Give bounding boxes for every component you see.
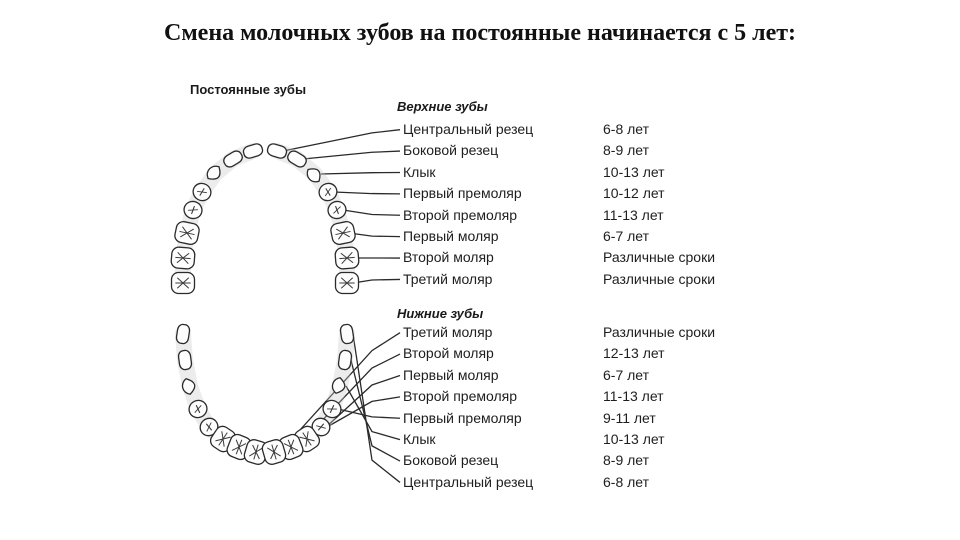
diagram-heading: Постоянные зубы <box>190 82 307 97</box>
tooth-name: Центральный резец <box>403 121 534 137</box>
eruption-age: 6-8 лет <box>603 473 650 490</box>
left-central-incisor-tooth <box>175 323 191 345</box>
leader-lines <box>279 129 401 483</box>
right-second-premolar-tooth <box>327 200 347 220</box>
right-first-molar-tooth <box>330 221 356 245</box>
eruption-age: 8-9 лет <box>603 142 650 159</box>
tooth-name: Первый моляр <box>403 366 499 383</box>
right-lateral-incisor-tooth <box>287 150 307 168</box>
left-first-premolar-tooth <box>188 399 208 419</box>
tooth-name: Второй моляр <box>403 249 494 266</box>
tooth-name: Третий моляр <box>403 270 493 287</box>
tooth-name: Боковой резец <box>403 452 499 469</box>
eruption-age: 11-13 лет <box>603 206 664 223</box>
list-item: Центральный резец 6-8 лет <box>403 472 763 493</box>
tooth-name: Третий моляр <box>403 324 493 340</box>
left-lateral-incisor-tooth <box>223 150 243 168</box>
right-first-premolar-tooth <box>322 399 342 419</box>
eruption-age: 11-13 лет <box>603 388 664 405</box>
tooth-name: Клык <box>403 430 436 447</box>
list-item: Боковой резец 8-9 лет <box>403 450 763 471</box>
left-canine-tooth <box>181 378 196 395</box>
slide-title: Смена молочных зубов на постоянные начин… <box>163 20 797 46</box>
list-item: Первый моляр 6-7 лет <box>403 365 763 386</box>
list-item: Первый премоляр 10-12 лет <box>403 183 763 204</box>
list-item: Второй моляр 12-13 лет <box>403 343 763 364</box>
eruption-age: 6-7 лет <box>603 227 650 244</box>
eruption-age: 9-11 лет <box>603 409 656 426</box>
left-canine-tooth <box>206 165 221 180</box>
left-central-incisor-tooth <box>242 143 264 159</box>
list-item: Центральный резец 6-8 лет <box>403 119 763 140</box>
eruption-age: Различные сроки <box>603 249 716 266</box>
tooth-name: Первый премоляр <box>403 409 522 426</box>
upper-teeth-list: Центральный резец 6-8 лет Боковой резец 8-… <box>403 119 763 290</box>
list-item: Клык 10-13 лет <box>403 429 763 450</box>
tooth-name: Второй премоляр <box>403 388 517 405</box>
tooth-name: Клык <box>403 163 436 180</box>
eruption-age: 10-13 лет <box>603 163 665 180</box>
eruption-age: 12-13 лет <box>603 345 665 362</box>
tooth-name: Второй моляр <box>403 345 494 362</box>
eruption-age: 8-9 лет <box>603 452 650 469</box>
left-third-molar-tooth <box>170 271 196 295</box>
left-second-molar-tooth <box>170 246 196 270</box>
tooth-name: Второй премоляр <box>403 206 517 223</box>
right-central-incisor-tooth <box>339 323 355 345</box>
list-item: Первый премоляр 9-11 лет <box>403 408 763 429</box>
right-second-molar-tooth <box>334 246 360 270</box>
eruption-age: Различные сроки <box>603 324 716 340</box>
list-item: Второй премоляр 11-13 лет <box>403 205 763 226</box>
list-item: Боковой резец 8-9 лет <box>403 140 763 161</box>
right-first-premolar-tooth <box>318 182 338 202</box>
eruption-age: 10-12 лет <box>603 185 665 202</box>
right-third-molar-tooth <box>261 439 287 465</box>
lower-teeth-heading: Нижние зубы <box>397 306 484 321</box>
list-item: Второй премоляр 11-13 лет <box>403 386 763 407</box>
left-second-premolar-tooth <box>183 200 203 220</box>
list-item: Первый моляр 6-7 лет <box>403 226 763 247</box>
tooth-name: Первый моляр <box>403 227 499 244</box>
list-item: Третий моляр Различные сроки <box>403 269 763 290</box>
right-central-incisor-tooth <box>266 143 288 159</box>
eruption-age: 10-13 лет <box>603 430 665 447</box>
list-item: Третий моляр Различные сроки <box>403 322 763 343</box>
tooth-name: Боковой резец <box>403 142 499 159</box>
list-item: Клык 10-13 лет <box>403 162 763 183</box>
left-first-molar-tooth <box>174 221 200 245</box>
left-lateral-incisor-tooth <box>177 349 193 371</box>
upper-teeth-heading: Верхние зубы <box>397 99 488 114</box>
list-item: Второй моляр Различные сроки <box>403 247 763 268</box>
eruption-age: Различные сроки <box>603 270 716 287</box>
eruption-age: 6-8 лет <box>603 121 650 137</box>
right-lateral-incisor-tooth <box>337 349 353 371</box>
right-canine-tooth <box>306 168 321 183</box>
right-third-molar-tooth <box>334 271 360 295</box>
right-canine-tooth <box>331 377 346 394</box>
lower-dental-arch <box>175 323 355 465</box>
lower-teeth-list: Третий моляр Различные сроки Второй моляр… <box>403 322 763 493</box>
tooth-name: Первый премоляр <box>403 185 522 202</box>
tooth-name: Центральный резец <box>403 473 534 490</box>
left-first-premolar-tooth <box>192 182 212 202</box>
eruption-age: 6-7 лет <box>603 366 650 383</box>
upper-dental-arch <box>170 143 360 295</box>
